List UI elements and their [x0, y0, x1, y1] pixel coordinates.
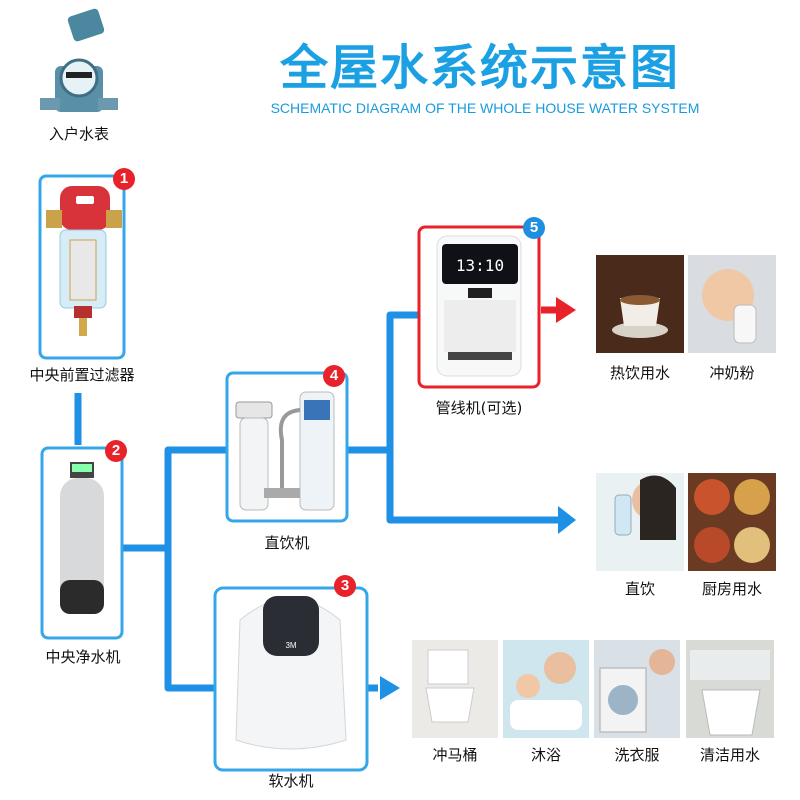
direct-drink-label: 直饮机: [264, 534, 310, 552]
photo-laundry: [594, 640, 680, 738]
arrow-to-bath: [380, 676, 400, 700]
photo-hot-drink: [596, 255, 684, 353]
use-formula: 冲奶粉: [709, 364, 755, 382]
pipe-network: [74, 311, 560, 692]
use-hot-drink: 热饮用水: [609, 364, 670, 382]
photo-toilet: [412, 640, 498, 738]
badge-4: 4: [323, 365, 345, 387]
softener-icon: 3M: [213, 586, 369, 772]
arrow-to-hot-drink: [556, 297, 576, 323]
direct-drink-icon: [225, 371, 349, 523]
use-direct-drink: 直饮: [624, 580, 655, 598]
arrow-to-drink: [558, 506, 576, 534]
water-meter-icon: [40, 8, 118, 112]
use-toilet: 冲马桶: [432, 746, 478, 764]
photo-cleaning: [686, 640, 774, 738]
photo-direct-drink: [596, 473, 684, 571]
diagram-title: 全屋水系统示意图: [279, 40, 680, 96]
use-cleaning: 清洁用水: [699, 746, 760, 764]
pipeline-dispenser-icon: 13:10: [417, 225, 541, 389]
central-purifier-label: 中央净水机: [45, 648, 121, 666]
photo-bath: [503, 640, 589, 738]
badge-1: 1: [113, 168, 135, 190]
svg-text:3M: 3M: [285, 641, 296, 650]
dispenser-clock: 13:10: [456, 256, 504, 275]
use-kitchen: 厨房用水: [701, 580, 762, 598]
use-laundry: 洗衣服: [614, 746, 660, 764]
pipeline-dispenser-label: 管线机(可选): [435, 399, 523, 417]
badge-5: 5: [523, 217, 545, 239]
softener-label: 软水机: [268, 772, 314, 790]
diagram-subtitle: SCHEMATIC DIAGRAM OF THE WHOLE HOUSE WAT…: [270, 100, 700, 116]
central-purifier-icon: [40, 446, 124, 640]
prefilter-label: 中央前置过滤器: [29, 366, 135, 384]
badge-2: 2: [105, 440, 127, 462]
use-bath: 沐浴: [530, 746, 561, 764]
prefilter-icon: [38, 174, 126, 360]
badge-3: 3: [334, 575, 356, 597]
photo-kitchen: [688, 473, 776, 571]
meter-label: 入户水表: [48, 125, 109, 143]
photo-baby-formula: [688, 255, 776, 353]
